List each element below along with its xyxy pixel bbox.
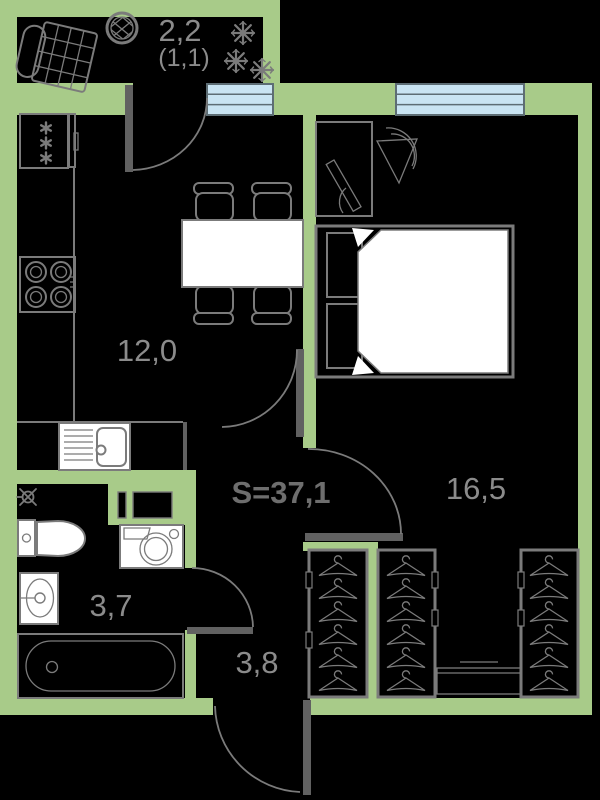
stove bbox=[19, 256, 76, 313]
hallway-area-label: 3,8 bbox=[235, 645, 278, 680]
wall-bathroom-top bbox=[17, 470, 196, 484]
labels: 2,2 (1,1) 12,0 S=37,1 16,5 3,7 3,8 bbox=[89, 13, 506, 680]
kitchen bbox=[17, 113, 304, 471]
windows bbox=[206, 83, 525, 116]
chair bbox=[193, 285, 234, 325]
hanger-icon bbox=[318, 578, 358, 600]
dining-table bbox=[181, 219, 304, 288]
bathroom-sink bbox=[19, 572, 59, 625]
tv-stand bbox=[315, 121, 373, 217]
wall-hall-stub bbox=[303, 542, 378, 551]
hanger-icon bbox=[529, 647, 569, 669]
bathroom bbox=[16, 488, 184, 699]
hanger-icon bbox=[386, 601, 426, 623]
snowflake-icon bbox=[230, 20, 256, 46]
hanger-icon bbox=[318, 555, 358, 577]
snowflake-icon bbox=[223, 48, 249, 74]
hall-wardrobe bbox=[305, 548, 369, 699]
total-area-label: S=37,1 bbox=[231, 475, 330, 510]
hanger-icon bbox=[529, 578, 569, 600]
snowflake-icon bbox=[40, 121, 52, 135]
kitchen-door bbox=[221, 349, 304, 437]
hanger-icon bbox=[386, 578, 426, 600]
hanger-icon bbox=[529, 601, 569, 623]
doors bbox=[125, 85, 403, 795]
wall-closet-bedroom bbox=[368, 551, 378, 698]
hanger-icon bbox=[318, 647, 358, 669]
washing-machine bbox=[119, 524, 184, 569]
hanger-icon bbox=[529, 624, 569, 646]
hanger-icon bbox=[386, 555, 426, 577]
chair bbox=[193, 182, 234, 222]
lounge-chair bbox=[15, 21, 98, 93]
burner-icon bbox=[25, 261, 47, 283]
chair bbox=[251, 182, 292, 222]
snowflake-icon bbox=[249, 57, 275, 83]
hanger-icon bbox=[529, 670, 569, 692]
wall-balcony-right bbox=[263, 0, 280, 83]
wall-left bbox=[0, 0, 17, 715]
dining-set bbox=[181, 182, 304, 325]
entry-door bbox=[214, 700, 311, 795]
bedroom bbox=[314, 121, 580, 699]
kitchen-window bbox=[206, 83, 274, 116]
plant-icon bbox=[375, 127, 418, 185]
burner-icon bbox=[25, 286, 47, 308]
kitchen-hall-jamb bbox=[183, 422, 187, 470]
balcony-area-label: 2,2 bbox=[158, 13, 201, 48]
pillow bbox=[352, 356, 374, 375]
wall-bathroom-right-lower bbox=[185, 630, 196, 698]
bedroom-door bbox=[305, 448, 403, 541]
hanger-icon bbox=[386, 624, 426, 646]
bed bbox=[314, 224, 515, 379]
bathroom-area-label: 3,7 bbox=[89, 588, 132, 623]
balcony-door bbox=[125, 85, 208, 172]
snowflake-icon bbox=[40, 151, 52, 165]
kitchen-counter bbox=[17, 168, 183, 423]
dresser bbox=[436, 661, 522, 695]
valve-icon bbox=[16, 488, 37, 506]
burner-icon bbox=[50, 261, 72, 283]
duct-slot bbox=[117, 491, 127, 519]
snowflake-icon bbox=[40, 136, 52, 150]
wardrobe bbox=[376, 548, 439, 699]
mattress bbox=[357, 229, 509, 374]
kitchen-area-label: 12,0 bbox=[117, 333, 177, 368]
duct-slot bbox=[132, 491, 173, 519]
wall-top-middle bbox=[272, 83, 396, 115]
hanger-icon bbox=[386, 670, 426, 692]
wall-bottom-right bbox=[310, 698, 592, 715]
wall-bottom-left bbox=[0, 698, 213, 715]
bathroom-door bbox=[187, 567, 254, 634]
balcony-area-reduced-label: (1,1) bbox=[158, 44, 209, 72]
fridge bbox=[19, 113, 79, 169]
round-stool-icon bbox=[105, 11, 139, 45]
balcony bbox=[15, 11, 275, 93]
wall-kitchen-bedroom bbox=[303, 115, 316, 448]
hanger-icon bbox=[318, 601, 358, 623]
wall-balcony-top bbox=[0, 0, 280, 17]
bedroom-area-label: 16,5 bbox=[446, 471, 506, 506]
hanger-icon bbox=[529, 555, 569, 577]
walls bbox=[0, 0, 592, 715]
pillow bbox=[352, 228, 374, 247]
kitchen-sink bbox=[58, 422, 131, 471]
hanger-icon bbox=[386, 647, 426, 669]
bathtub bbox=[17, 633, 184, 699]
chair bbox=[251, 285, 292, 325]
hanger-icon bbox=[318, 670, 358, 692]
bedroom-window bbox=[395, 83, 525, 116]
burner-icon bbox=[50, 286, 72, 308]
toilet bbox=[17, 519, 86, 558]
wardrobe bbox=[517, 548, 580, 699]
tv-icon bbox=[325, 159, 362, 213]
hanger-icon bbox=[318, 624, 358, 646]
nightstand bbox=[326, 303, 363, 369]
wall-right bbox=[578, 83, 592, 715]
